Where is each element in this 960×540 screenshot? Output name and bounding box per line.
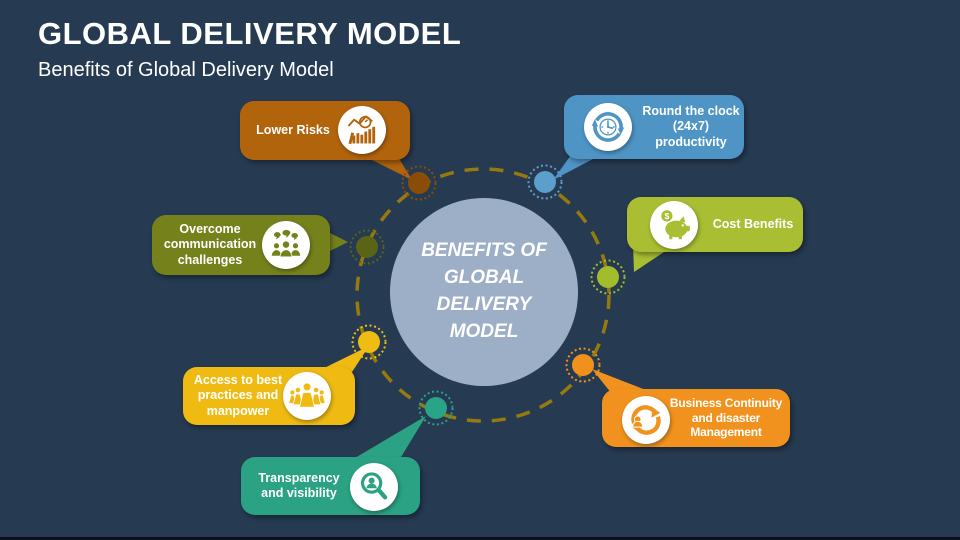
center-label-line: DELIVERY	[436, 294, 532, 315]
connector-dot-transparency	[418, 390, 454, 426]
center-label-line: BENEFITS OF	[421, 240, 547, 261]
svg-text:$: $	[664, 211, 669, 221]
dashed-orbit-ring	[355, 167, 611, 423]
callout-label: Overcome communication challenges	[163, 221, 257, 267]
callout-lower-risks: Lower Risks	[240, 101, 410, 160]
continuity-icon	[622, 396, 670, 444]
callout-label: Business Continuity and disaster Managem…	[669, 395, 783, 440]
chart-analysis-icon	[338, 106, 386, 154]
connector-dot-cost-benefits	[590, 259, 626, 295]
center-label: BENEFITS OF GLOBAL DELIVERY MODEL	[384, 237, 584, 345]
callout-round-the-clock: Round the clock (24x7) productivity	[564, 95, 744, 159]
slide-subtitle: Benefits of Global Delivery Model	[38, 59, 334, 81]
piggy-bank-icon: $	[650, 201, 698, 249]
clock-sync-icon	[584, 103, 632, 151]
callout-transparency: Transparency and visibility	[241, 457, 420, 515]
callout-label: Lower Risks	[256, 122, 330, 137]
center-label-line: MODEL	[449, 321, 519, 342]
connector-dot-overcome-communication	[349, 229, 385, 265]
search-person-icon	[350, 463, 398, 511]
callout-cost-benefits: Cost Benefits $	[627, 197, 803, 252]
callout-label: Transparency and visibility	[258, 470, 340, 501]
callout-label: Round the clock (24x7) productivity	[642, 103, 740, 149]
callout-business-continuity: Business Continuity and disaster Managem…	[602, 389, 790, 447]
slide-title: GLOBAL DELIVERY MODEL	[38, 16, 462, 51]
connector-dot-lower-risks	[401, 165, 437, 201]
center-label-line: GLOBAL	[443, 267, 525, 288]
callout-label: Cost Benefits	[712, 216, 794, 231]
tail-business-continuity	[592, 369, 656, 394]
callout-access-best-practices: Access to best practices and manpower	[183, 367, 355, 425]
connector-dot-access-best-practices	[351, 324, 387, 360]
callout-overcome-communication: Overcome communication challenges	[152, 215, 330, 275]
communication-icon	[262, 221, 310, 269]
center-circle	[390, 198, 578, 386]
connector-dot-business-continuity	[565, 347, 601, 383]
team-icon	[283, 372, 331, 420]
slide-bottom-edge	[0, 537, 960, 540]
tail-access-best-practices	[316, 346, 369, 372]
connector-dot-round-the-clock	[527, 164, 563, 200]
callout-label: Access to best practices and manpower	[193, 372, 283, 418]
tail-transparency	[348, 416, 426, 462]
